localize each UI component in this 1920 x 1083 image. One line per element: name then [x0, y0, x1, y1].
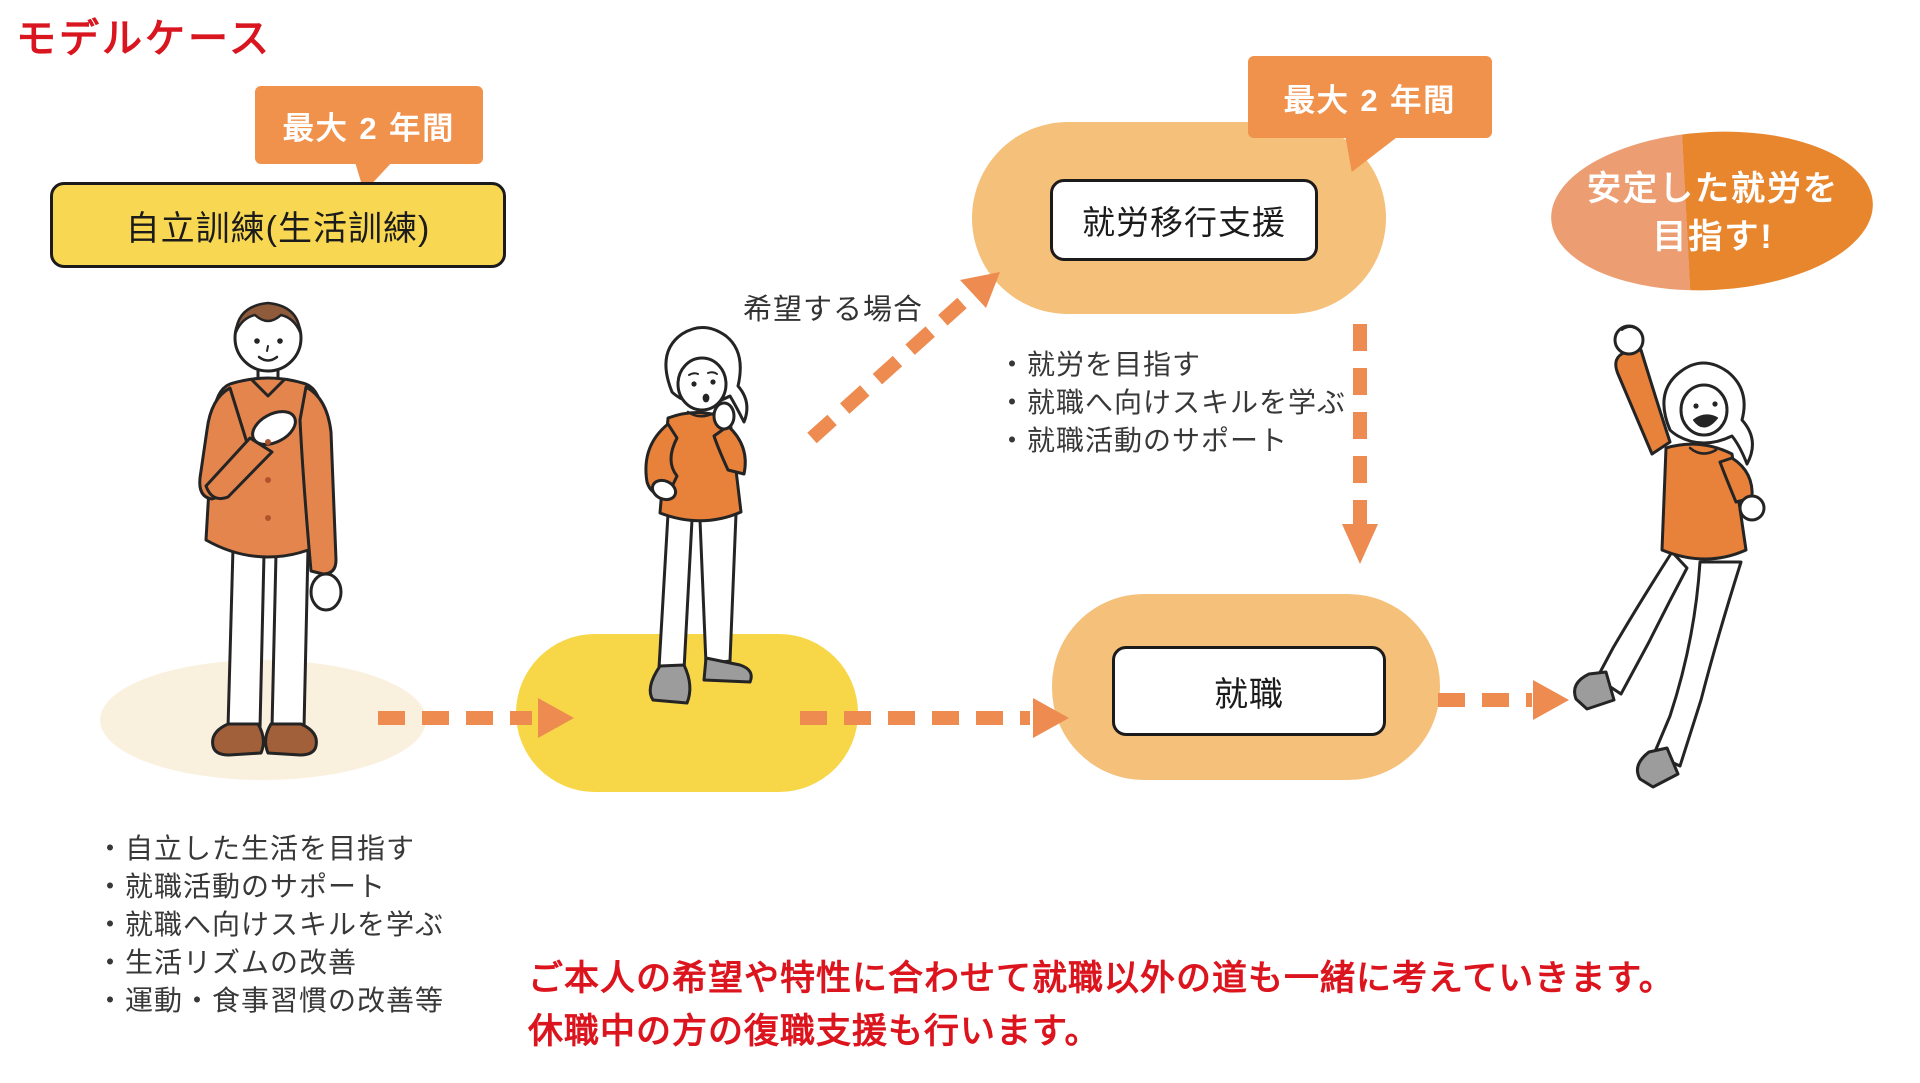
stage3-label: 就職	[1214, 675, 1284, 714]
list-item: ・運動・食事習慣の改善等	[96, 985, 445, 1016]
condition-label: 希望する場合	[743, 294, 924, 326]
stage3-box: 就職	[1112, 646, 1386, 736]
list-item: ・就職へ向けスキルを学ぶ	[998, 387, 1347, 418]
stage1-box: 自立訓練(生活訓練)	[50, 182, 506, 268]
footnote-line1: ご本人の希望や特性に合わせて就職以外の道も一緒に考えていきます。	[528, 959, 1675, 998]
footnote: ご本人の希望や特性に合わせて就職以外の道も一緒に考えていきます。 休職中の方の復…	[528, 952, 1675, 1058]
arrow-diagonal-ikou	[807, 272, 1000, 444]
page-title: モデルケース	[16, 17, 272, 61]
list-item: ・生活リズムの改善	[96, 947, 358, 978]
man-standing-illustration	[198, 301, 343, 757]
list-item: ・就職活動のサポート	[96, 871, 387, 902]
arrow-vertical-ikou-to-shushoku	[1342, 324, 1378, 564]
stage1-label: 自立訓練(生活訓練)	[125, 209, 431, 248]
arrow-shushoku-to-goal	[1438, 680, 1569, 720]
list-item: ・就職へ向けスキルを学ぶ	[96, 909, 445, 940]
goal-line2: 目指す!	[1652, 218, 1774, 256]
stage1-points-list: ・自立した生活を目指す ・就職活動のサポート ・就職へ向けスキルを学ぶ ・生活リ…	[96, 830, 444, 1020]
arrow-woman-to-shushoku	[800, 698, 1069, 738]
stage2-box: 就労移行支援	[1050, 179, 1318, 261]
stage2-label: 就労移行支援	[1082, 204, 1286, 241]
duration-badge-stage2-label: 最大 2 年間	[1283, 82, 1457, 118]
duration-badge-stage1-label: 最大 2 年間	[282, 110, 456, 146]
goal-line1: 安定した就労を	[1587, 170, 1839, 208]
yellow-ground-blob	[516, 634, 858, 792]
list-item: ・就労を目指す	[998, 349, 1202, 380]
duration-badge-stage2-tail	[1345, 134, 1401, 172]
woman-thinking-illustration	[644, 326, 753, 705]
duration-badge-stage1: 最大 2 年間	[255, 86, 483, 164]
list-item: ・自立した生活を目指す	[96, 833, 416, 864]
footnote-line2: 休職中の方の復職支援も行います。	[528, 1012, 1101, 1051]
cream-ground-blob	[100, 660, 426, 780]
arrow-man-to-woman	[378, 698, 574, 738]
stage2-points-list: ・就労を目指す ・就職へ向けスキルを学ぶ ・就職活動のサポート	[998, 346, 1346, 460]
list-item: ・就職活動のサポート	[998, 425, 1289, 456]
duration-badge-stage2: 最大 2 年間	[1248, 56, 1492, 138]
goal-blob	[1551, 131, 1873, 291]
goal-text: 安定した就労を 目指す!	[1568, 160, 1858, 266]
woman-jumping-illustration	[1573, 324, 1766, 789]
